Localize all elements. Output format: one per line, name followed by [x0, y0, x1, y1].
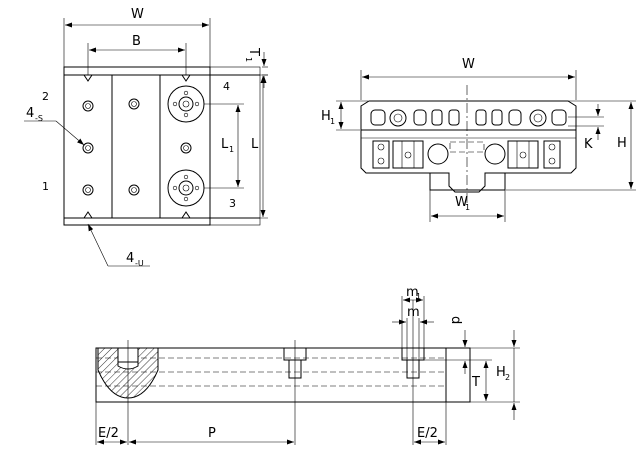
label-b: B: [132, 34, 141, 49]
dim-l: L: [210, 74, 268, 219]
label-w-side: W: [462, 57, 475, 72]
dim-l1: L 1: [204, 103, 244, 189]
dim-t: T: [470, 359, 520, 403]
leader-4-u: 4 -U: [87, 223, 150, 268]
end-view-bearings: [372, 140, 561, 169]
top-view: W B T 1 L 1: [24, 7, 268, 268]
label-4-s: 4: [26, 106, 34, 121]
label-p: P: [208, 426, 216, 441]
rail-extension-outline: [63, 66, 261, 226]
rail-body: [95, 347, 471, 403]
label-k: K: [584, 137, 593, 152]
dim-w1: W 1: [429, 190, 506, 222]
corner-label-2: 2: [42, 90, 49, 103]
dim-b: B: [87, 34, 187, 75]
label-w-top: W: [131, 7, 144, 22]
label-m1: m: [406, 285, 419, 300]
dim-h1: H 1: [321, 100, 368, 131]
label-4-u: 4: [126, 251, 134, 266]
leader-4-s: 4 -S: [24, 106, 85, 146]
top-plate-slots: [370, 109, 567, 127]
rail-view: m 1 m d T: [95, 285, 520, 445]
end-view: W H 1 K H W 1: [321, 57, 636, 222]
label-m: m: [407, 305, 420, 320]
label-4-u-sub: -U: [135, 259, 144, 268]
end-view-top-plate: [360, 100, 577, 131]
label-l: L: [251, 137, 259, 152]
bearing-caps: [167, 85, 205, 207]
end-view-rail: [429, 173, 506, 191]
mounting-holes-middle: [128, 98, 140, 196]
label-l1-sub: 1: [229, 145, 234, 154]
label-h1-sub: 1: [330, 117, 335, 126]
corner-label-4: 4: [223, 80, 230, 93]
dim-h2: H 2: [470, 330, 520, 420]
label-w1-sub: 1: [465, 203, 470, 212]
corner-label-3: 3: [229, 197, 236, 210]
dim-h: H: [506, 100, 636, 191]
rail-holes: [283, 347, 425, 379]
label-d: d: [448, 316, 463, 324]
label-h: H: [617, 136, 627, 151]
label-h1: H: [321, 109, 331, 124]
label-t1-sub: 1: [244, 57, 253, 62]
end-view-body: [360, 130, 577, 193]
dim-e2-p: E/2 P E/2: [97, 402, 447, 445]
mounting-holes-left: [82, 100, 94, 196]
label-e2-right: E/2: [417, 426, 438, 441]
dim-k: K: [568, 104, 604, 152]
dim-t1: T 1: [244, 47, 268, 88]
label-h2: H: [496, 365, 506, 380]
label-w1: W: [455, 195, 468, 210]
dim-w-top: W: [63, 7, 211, 67]
label-h2-sub: 2: [505, 373, 510, 382]
dim-d: d: [424, 316, 470, 374]
label-l1: L: [221, 137, 229, 152]
corner-label-1: 1: [42, 180, 49, 193]
dim-m: m: [392, 305, 434, 360]
label-t1: T: [246, 47, 261, 56]
label-e2-left: E/2: [98, 426, 119, 441]
label-t: T: [471, 375, 480, 390]
block-outline: [63, 66, 211, 226]
label-m1-sub: 1: [416, 292, 421, 301]
label-4-s-sub: -S: [35, 114, 43, 123]
dim-w-side: W: [360, 57, 577, 100]
